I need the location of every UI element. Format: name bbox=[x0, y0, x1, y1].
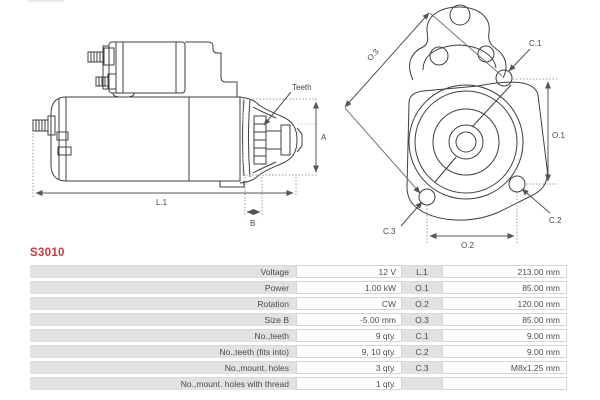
spec-label: No.,teeth bbox=[30, 329, 296, 342]
dim-code: O.2 bbox=[402, 297, 442, 310]
terminal-stud-2 bbox=[95, 73, 117, 90]
bracket-hole-right bbox=[477, 45, 495, 63]
dim-label-b: B bbox=[250, 219, 255, 228]
dim-label-c3: C.3 bbox=[383, 227, 396, 236]
spec-value: 3 qty. bbox=[296, 361, 402, 374]
bracket-hole-left bbox=[429, 46, 449, 66]
spec-label: No.,mount. holes with thread bbox=[30, 377, 296, 390]
dim-label-o1: O.1 bbox=[552, 131, 565, 140]
front-bracket bbox=[185, 41, 238, 97]
mount-foot bbox=[219, 181, 245, 188]
dim-label-o3: O.3 bbox=[365, 47, 381, 63]
dim-label-a: A bbox=[321, 133, 327, 142]
mount-hole-c1 bbox=[495, 69, 513, 87]
dim-label-teeth: Teeth bbox=[292, 83, 312, 92]
spec-value: 9, 10 qty. bbox=[296, 345, 402, 358]
side-view bbox=[32, 41, 303, 188]
spec-label: No.,mount. holes bbox=[30, 361, 296, 374]
spec-label: Power bbox=[30, 281, 296, 294]
dim-value: 85.00 mm bbox=[442, 313, 567, 326]
dim-value bbox=[442, 377, 567, 390]
drive-end-housing bbox=[239, 96, 303, 184]
front-view bbox=[406, 4, 548, 221]
dim-value: 85.00 mm bbox=[442, 281, 567, 294]
dim-value: 9.00 mm bbox=[442, 329, 567, 342]
spec-label: Size B bbox=[30, 313, 296, 326]
spec-value: -5.00 mm bbox=[296, 313, 402, 326]
pinion-gear bbox=[253, 115, 291, 165]
spec-value: 1 qty. bbox=[296, 377, 402, 390]
dim-label-l1: L.1 bbox=[156, 198, 168, 207]
dim-code: L.1 bbox=[402, 265, 442, 278]
dim-code: C.3 bbox=[402, 361, 442, 374]
rear-shaft-stud bbox=[32, 115, 72, 156]
spec-label: No.,teeth (fits into) bbox=[30, 345, 296, 358]
dim-value: 9.00 mm bbox=[442, 345, 567, 358]
spec-value: CW bbox=[296, 297, 402, 310]
spec-value: 12 V bbox=[296, 265, 402, 278]
dim-code: C.2 bbox=[402, 345, 442, 358]
spec-value: 9 qty. bbox=[296, 329, 402, 342]
bracket-hole-top bbox=[449, 4, 471, 26]
dim-code: O.1 bbox=[402, 281, 442, 294]
solenoid bbox=[102, 41, 186, 98]
terminal-stud-1 bbox=[87, 47, 115, 66]
starter-motor-technical-drawing: Teeth A L.1 B bbox=[32, 4, 565, 250]
spec-label: Rotation bbox=[30, 297, 296, 310]
dim-code: O.3 bbox=[402, 313, 442, 326]
solenoid-bracket-front bbox=[409, 4, 507, 81]
mounting-plate bbox=[406, 81, 548, 221]
spec-value: 1.00 kW bbox=[296, 281, 402, 294]
spec-label: Voltage bbox=[30, 265, 296, 278]
dim-value: 213.00 mm bbox=[442, 265, 567, 278]
front-view-dimensions bbox=[344, 12, 557, 243]
side-view-dimensions bbox=[32, 91, 319, 217]
dim-label-o2: O.2 bbox=[461, 241, 474, 250]
drive-face-circles bbox=[408, 84, 524, 200]
part-number-link[interactable]: S3010 bbox=[30, 247, 65, 259]
dim-label-c2: C.2 bbox=[549, 216, 562, 225]
dim-code: C.1 bbox=[402, 329, 442, 342]
dim-value: 120.00 mm bbox=[442, 297, 567, 310]
motor-body bbox=[50, 96, 241, 182]
dim-code bbox=[402, 377, 442, 390]
cropped-logo-artifact bbox=[28, 0, 64, 2]
dim-label-c1: C.1 bbox=[529, 39, 542, 48]
dim-value: M8x1.25 mm bbox=[442, 361, 567, 374]
